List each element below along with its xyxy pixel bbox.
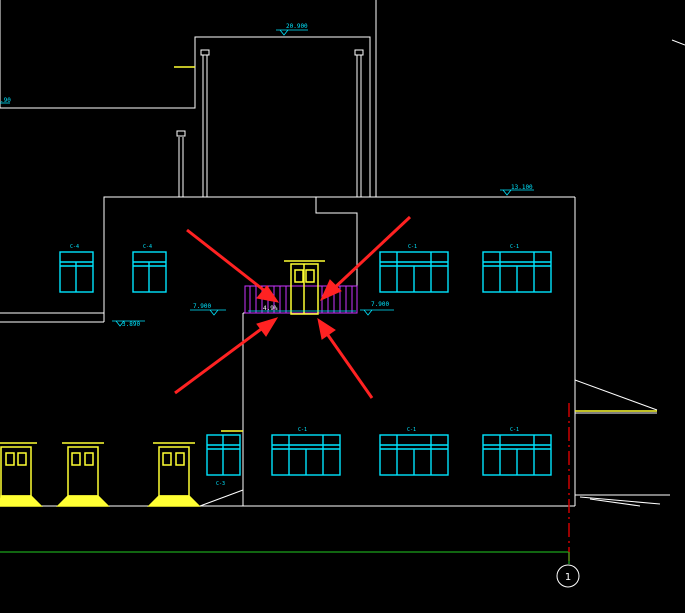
- elevation-left-edge: .90: [0, 97, 11, 104]
- elevation-balcony-right: 7.900: [371, 301, 389, 308]
- ground-door-3: [147, 442, 201, 507]
- annotation-arrows: [174, 215, 412, 399]
- arrow-top-left-icon: [186, 228, 280, 303]
- ground-door-1: [0, 442, 43, 507]
- window-c1-lower-3: [482, 434, 552, 476]
- axis-label: 1: [565, 572, 571, 583]
- window-c1-upper-1: [379, 251, 449, 293]
- balcony-mid-label: 4.9%: [263, 305, 278, 312]
- window-c1-upper-2: [482, 251, 552, 293]
- window-tag: C-1: [510, 427, 519, 433]
- balcony-door: [284, 260, 325, 315]
- window-tag: C-4: [70, 244, 79, 250]
- window-c3-lower-small: [206, 434, 241, 476]
- ground-door-2: [56, 442, 110, 507]
- window-tag: C-1: [408, 244, 417, 250]
- windows: [59, 251, 552, 476]
- window-c4-left: [59, 251, 94, 293]
- yellow-ledges: [174, 66, 657, 432]
- elevation-left-lower: 3.890: [122, 321, 140, 328]
- building-outlines: [0, 0, 685, 507]
- ground-doors: [0, 442, 201, 507]
- axis-bubble: [556, 564, 580, 588]
- elevation-texts: 20.900 13.100 .90 3.890 7.900 7.900: [0, 23, 533, 328]
- elevation-roof-top: 20.900: [286, 23, 308, 30]
- window-tag: C-4: [143, 244, 152, 250]
- arrow-bottom-left-icon: [174, 317, 279, 395]
- window-tags: C-4 C-4 C-1 C-1 C-1 C-1 C-1 C-3: [70, 244, 519, 487]
- window-c1-lower-2: [379, 434, 449, 476]
- arrow-top-right-icon: [320, 215, 412, 301]
- axis-lines: 1: [0, 403, 580, 588]
- elevation-markers: [0, 29, 534, 327]
- window-tag: C-1: [510, 244, 519, 250]
- window-tag: C-1: [298, 427, 307, 433]
- elevation-balcony-left: 7.900: [193, 303, 211, 310]
- arrow-bottom-right-icon: [317, 317, 374, 399]
- elevation-upper-roof: 13.100: [511, 184, 533, 191]
- window-c1-lower-1: [271, 434, 341, 476]
- window-tag: C-1: [407, 427, 416, 433]
- window-tag: C-3: [216, 481, 225, 487]
- window-c4-right: [132, 251, 167, 293]
